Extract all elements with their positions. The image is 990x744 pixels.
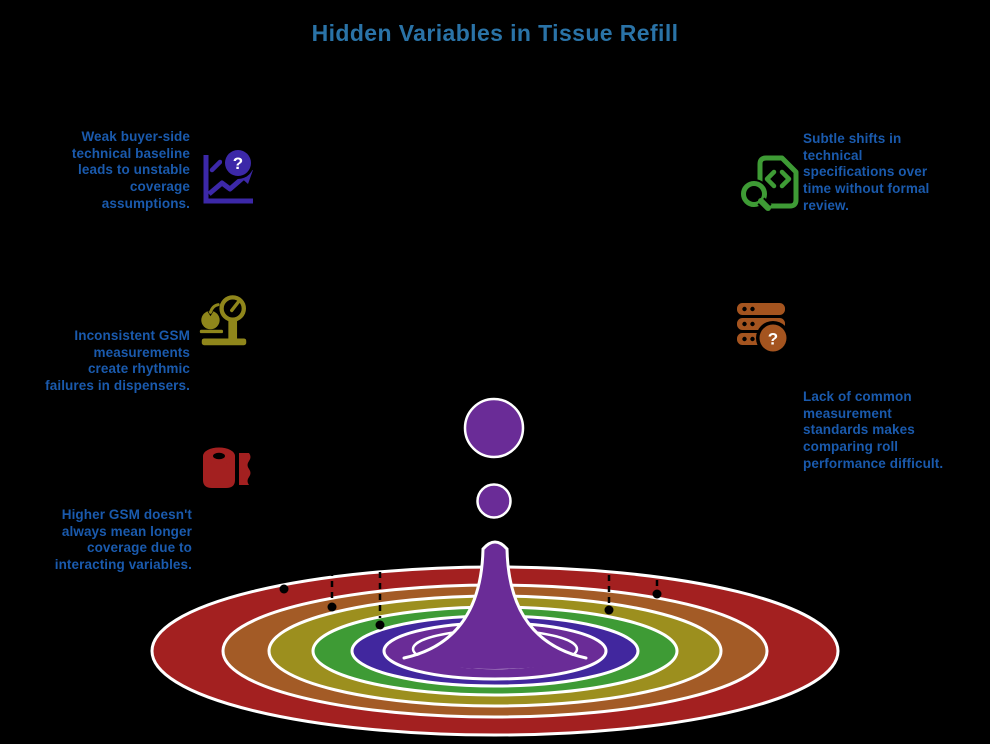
splash-column-outline [402,540,588,660]
weighing-scale-icon [195,294,253,352]
svg-text:?: ? [233,154,243,173]
marker-pin-dot [375,620,385,630]
marker-pin-dot [327,602,337,612]
chart-question-icon: ? [197,148,261,212]
server-question-icon: ? [732,296,792,356]
water-droplet-large [463,397,525,459]
search-code-icon [740,152,804,216]
marker-pin-dot [604,605,614,615]
water-droplet-small [476,483,512,519]
page-title: Hidden Variables in Tissue Refill [311,20,679,46]
paper-roll-icon [196,442,252,498]
marker-pin-dot [652,589,662,599]
svg-text:?: ? [768,330,778,349]
marker-pin-dot [279,584,289,594]
marker-pins [282,558,659,618]
marker-pin-dots [279,584,662,630]
